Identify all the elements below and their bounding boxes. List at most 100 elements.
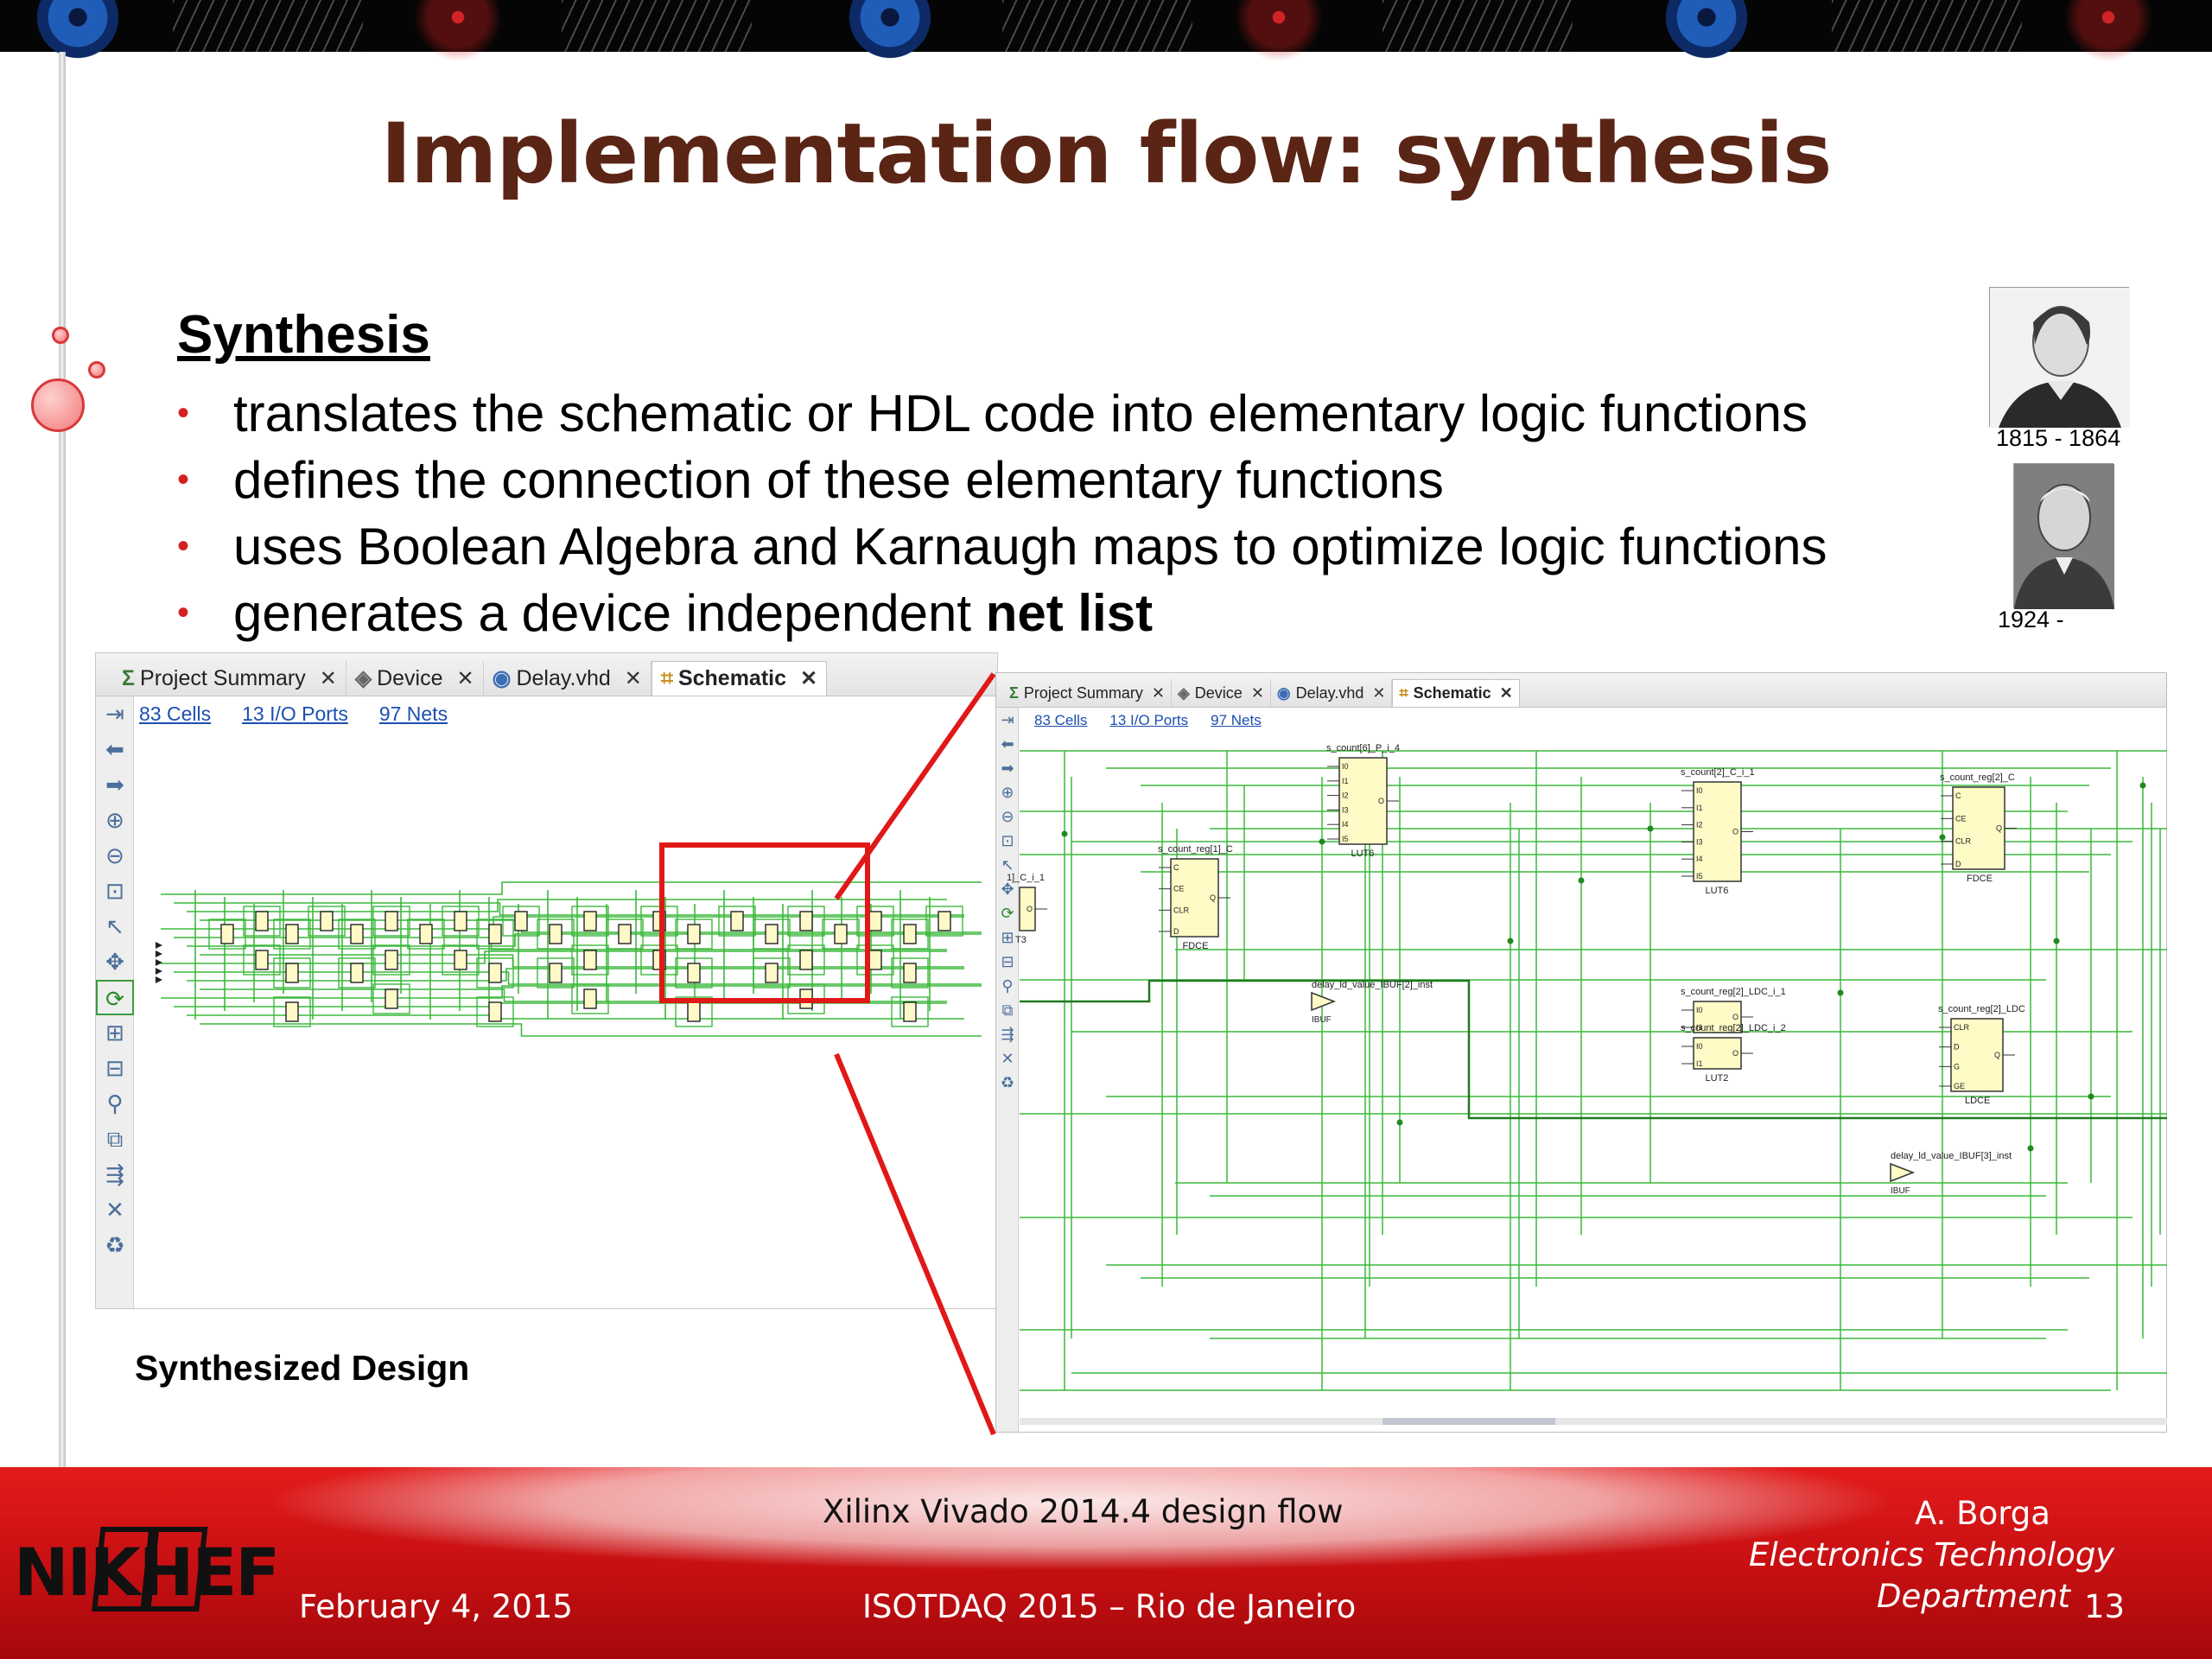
tab-label: Device bbox=[1194, 683, 1243, 702]
net-junction bbox=[1837, 989, 1844, 996]
zoom-out-icon[interactable]: ⊖ bbox=[105, 842, 124, 868]
tab-label: Delay.vhd bbox=[516, 665, 611, 690]
tab-delay-vhd[interactable]: ◉Delay.vhd✕ bbox=[484, 661, 652, 696]
collapse-icon[interactable]: ⇥ bbox=[1001, 711, 1014, 728]
cell-type-label: LUT6 bbox=[1706, 886, 1729, 896]
logic-cell bbox=[799, 950, 813, 970]
left-rail-decoration bbox=[59, 52, 66, 1471]
bullet-bold-text: net list bbox=[985, 584, 1154, 642]
copy-icon[interactable]: ⧉ bbox=[106, 1126, 124, 1152]
cell-frame bbox=[537, 918, 575, 950]
expand-icon[interactable]: ⊞ bbox=[105, 1020, 124, 1046]
logic-cell bbox=[903, 924, 917, 944]
tab-schematic[interactable]: ⌗Schematic✕ bbox=[651, 661, 828, 696]
cell-name-label: s_count_reg[2]_LDC_i_1 bbox=[1681, 987, 1786, 997]
vhdl-file-icon: ◉ bbox=[1276, 683, 1291, 702]
schematic-zoomed-drawing: s_count[6]_P_i_4LUT6I0I1I2I3I4I5Os_count… bbox=[1007, 743, 2167, 1425]
pan-icon[interactable]: ✥ bbox=[1001, 880, 1014, 898]
pin-label: I1 bbox=[1696, 1059, 1703, 1068]
nets-link[interactable]: 97 Nets bbox=[1211, 712, 1262, 728]
net-junction bbox=[2139, 782, 2146, 789]
logic-cell bbox=[350, 963, 364, 983]
schematic-toolbar: ⇥ ⬅ ➡ ⊕ ⊖ ⊡ ↖ ✥ ⟳ ⊞ ⊟ ⚲ ⧉ ⇶ ✕ ♻ bbox=[96, 696, 134, 1308]
zoom-out-icon[interactable]: ⊖ bbox=[1001, 808, 1014, 825]
io-ports-link[interactable]: 13 I/O Ports bbox=[242, 702, 348, 725]
tab-delay-vhd[interactable]: ◉Delay.vhd✕ bbox=[1271, 679, 1393, 707]
pan-icon[interactable]: ✥ bbox=[105, 949, 124, 975]
logic-cell bbox=[549, 963, 563, 983]
close-icon[interactable]: ✕ bbox=[624, 666, 642, 690]
pin-label: O bbox=[1027, 905, 1033, 913]
forward-arrow-icon[interactable]: ➡ bbox=[1001, 760, 1014, 777]
pin-label: I1 bbox=[1342, 777, 1349, 785]
logic-cell bbox=[1693, 1037, 1742, 1070]
zoom-in-icon[interactable]: ⊕ bbox=[105, 807, 124, 833]
bullet-item: •generates a device independent net list bbox=[177, 580, 1974, 646]
net-junction bbox=[1396, 1119, 1403, 1126]
regenerate-icon[interactable]: ♻ bbox=[105, 1232, 125, 1258]
zoom-fit-icon[interactable]: ⊡ bbox=[1001, 832, 1014, 849]
io-ports-link[interactable]: 13 I/O Ports bbox=[1109, 712, 1189, 728]
logic-cell bbox=[419, 924, 433, 944]
forward-arrow-icon[interactable]: ➡ bbox=[105, 772, 124, 798]
tab-label: Schematic bbox=[677, 666, 787, 690]
refresh-icon[interactable]: ⟳ bbox=[96, 980, 134, 1015]
net-junction bbox=[1647, 825, 1654, 832]
close-icon[interactable]: ✕ bbox=[1372, 683, 1386, 702]
logic-cell bbox=[285, 963, 299, 983]
expand-icon[interactable]: ⊞ bbox=[1001, 929, 1014, 946]
refresh-icon[interactable]: ⟳ bbox=[1001, 905, 1014, 922]
delete-icon[interactable]: ✕ bbox=[105, 1197, 124, 1223]
pin-label: I0 bbox=[1696, 1042, 1703, 1051]
collapse-icon[interactable]: ⇥ bbox=[105, 701, 124, 727]
cell-frame bbox=[502, 906, 540, 937]
logic-cell bbox=[454, 950, 467, 970]
schematic-canvas-overview[interactable] bbox=[135, 733, 997, 1308]
cells-link[interactable]: 83 Cells bbox=[139, 702, 212, 725]
close-icon[interactable]: ✕ bbox=[456, 666, 474, 690]
close-icon[interactable]: ✕ bbox=[1499, 684, 1513, 702]
search-icon[interactable]: ⚲ bbox=[1001, 977, 1014, 995]
pin-label: D bbox=[1173, 927, 1179, 936]
close-icon[interactable]: ✕ bbox=[800, 667, 818, 690]
close-icon[interactable]: ✕ bbox=[319, 666, 337, 690]
tab-schematic[interactable]: ⌗Schematic✕ bbox=[1392, 679, 1520, 707]
pin-label: O bbox=[1378, 797, 1384, 805]
cells-link[interactable]: 83 Cells bbox=[1034, 712, 1088, 728]
net-junction bbox=[1939, 834, 1946, 841]
collapse-box-icon[interactable]: ⊟ bbox=[105, 1055, 124, 1081]
route-icon[interactable]: ⇶ bbox=[1001, 1026, 1014, 1043]
logic-cell bbox=[765, 963, 779, 983]
zoom-in-icon[interactable]: ⊕ bbox=[1001, 784, 1014, 801]
select-icon[interactable]: ↖ bbox=[105, 913, 124, 939]
close-icon[interactable]: ✕ bbox=[1250, 683, 1264, 702]
regenerate-icon[interactable]: ♻ bbox=[1000, 1074, 1015, 1091]
cell-frame bbox=[753, 957, 791, 988]
back-arrow-icon[interactable]: ⬅ bbox=[105, 736, 124, 762]
select-icon[interactable]: ↖ bbox=[1001, 856, 1014, 874]
search-icon[interactable]: ⚲ bbox=[106, 1090, 124, 1116]
tab-device[interactable]: ◈Device✕ bbox=[346, 661, 484, 696]
route-icon[interactable]: ⇶ bbox=[105, 1161, 124, 1187]
nets-link[interactable]: 97 Nets bbox=[378, 702, 448, 725]
close-icon[interactable]: ✕ bbox=[1151, 683, 1165, 702]
footer-course: Xilinx Vivado 2014.4 design flow bbox=[823, 1493, 1344, 1530]
particle-track-graphic bbox=[562, 0, 752, 52]
delete-icon[interactable]: ✕ bbox=[1001, 1050, 1014, 1067]
logic-cell bbox=[1170, 858, 1219, 938]
copy-icon[interactable]: ⧉ bbox=[1001, 1001, 1014, 1019]
zoom-fit-icon[interactable]: ⊡ bbox=[105, 878, 124, 904]
logic-cell bbox=[1952, 786, 2005, 870]
footer-department-line1: Electronics Technology bbox=[1749, 1536, 2115, 1573]
cell-frame bbox=[208, 918, 246, 950]
footer-author: A. Borga bbox=[1915, 1495, 2050, 1532]
bullet-text: generates a device independent bbox=[233, 584, 986, 642]
back-arrow-icon[interactable]: ⬅ bbox=[1001, 735, 1014, 753]
pin-label: CLR bbox=[1173, 906, 1190, 914]
collapse-box-icon[interactable]: ⊟ bbox=[1001, 953, 1014, 970]
tab-device[interactable]: ◈Device✕ bbox=[1172, 679, 1271, 707]
logic-cell bbox=[583, 911, 597, 931]
